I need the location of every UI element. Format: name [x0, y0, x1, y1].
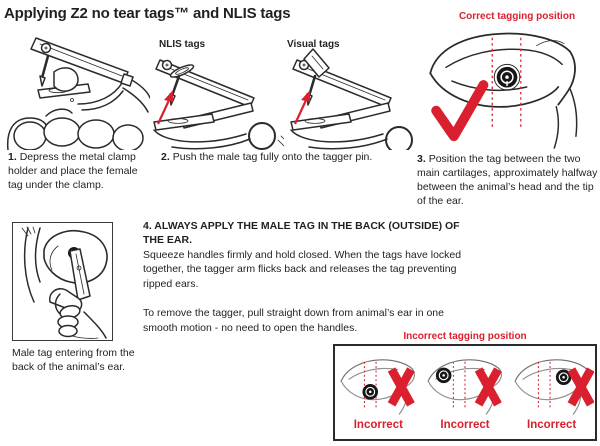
- ear-tag-icon: [493, 63, 521, 91]
- tagger-shaft: [69, 248, 91, 301]
- visual-tags-label: Visual tags: [287, 39, 340, 50]
- tagger-arm: [30, 37, 134, 87]
- step-4-paragraph-2: To remove the tagger, pull straight down…: [143, 307, 444, 334]
- step-1-text: 1. Depress the metal clamp holder and pl…: [8, 151, 150, 193]
- tagger-pin: [39, 54, 50, 87]
- step-4-heading: 4. ALWAYS APPLY THE MALE TAG IN THE BACK…: [143, 220, 460, 247]
- figure-box: [12, 222, 113, 341]
- head-sketch: [21, 226, 41, 303]
- incorrect-label: Incorrect: [353, 419, 403, 431]
- incorrect-ear-drawing-1: [340, 359, 416, 415]
- back-of-ear-drawing: [21, 226, 108, 339]
- dashed-guidelines: [491, 37, 522, 129]
- clamp-bar: [290, 113, 352, 131]
- x-icon: [388, 367, 416, 407]
- tagger-nlis-drawing: [153, 59, 284, 150]
- tagger-visual-drawing: [290, 48, 413, 150]
- ear-tag-icon: [435, 367, 452, 384]
- correct-position-heading: Correct tagging position: [458, 11, 576, 22]
- clamp-bar: [153, 113, 215, 131]
- x-icon: [474, 367, 502, 407]
- hand-sketch: [6, 108, 144, 150]
- incorrect-examples-box: Incorrect: [333, 344, 597, 441]
- red-arrow-icon: [157, 90, 173, 125]
- tagger-in-hand-drawing: [6, 37, 150, 150]
- page-title: Applying Z2 no tear tags™ and NLIS tags: [4, 5, 291, 22]
- x-icon: [567, 367, 594, 407]
- incorrect-position-heading: Incorrect tagging position: [403, 331, 527, 342]
- incorrect-ear-drawing-2: [427, 359, 502, 415]
- step-3-number: 3.: [417, 153, 426, 165]
- hand-sketch: [49, 288, 107, 339]
- incorrect-example-3: Incorrect: [509, 354, 595, 431]
- incorrect-label: Incorrect: [440, 419, 490, 431]
- step-2-text: 2. Push the male tag fully onto the tagg…: [161, 151, 406, 165]
- incorrect-label: Incorrect: [527, 419, 577, 431]
- step-4-paragraph-1: Squeeze handles firmly and hold closed. …: [143, 248, 462, 290]
- handle-body: [153, 122, 284, 150]
- thumb-sketch: [53, 67, 79, 92]
- handle-body: [290, 126, 413, 150]
- step-1-number: 1.: [8, 151, 17, 163]
- incorrect-ear-drawing-3: [514, 359, 594, 415]
- step-2-body: Push the male tag fully onto the tagger …: [172, 151, 373, 163]
- step-4-block: 4. ALWAYS APPLY THE MALE TAG IN THE BACK…: [143, 219, 463, 335]
- nlis-tags-label: NLIS tags: [159, 39, 206, 50]
- step-3-text: 3. Position the tag between the two main…: [417, 153, 599, 208]
- incorrect-example-1: Incorrect: [335, 354, 421, 431]
- ear-tag-icon: [555, 369, 572, 386]
- correct-ear-drawing: [429, 32, 578, 149]
- step-3-body: Position the tag between the two main ca…: [417, 153, 598, 207]
- figure-caption: Male tag entering from the back of the a…: [12, 347, 135, 373]
- incorrect-example-2: Incorrect: [422, 354, 508, 431]
- checkmark-icon: [431, 80, 489, 142]
- ear-sketch: [429, 32, 578, 149]
- step-1-body: Depress the metal clamp holder and place…: [8, 151, 138, 191]
- step-2-number: 2.: [161, 151, 170, 163]
- ear-tag-icon: [362, 384, 379, 400]
- red-arrow-icon: [294, 90, 310, 125]
